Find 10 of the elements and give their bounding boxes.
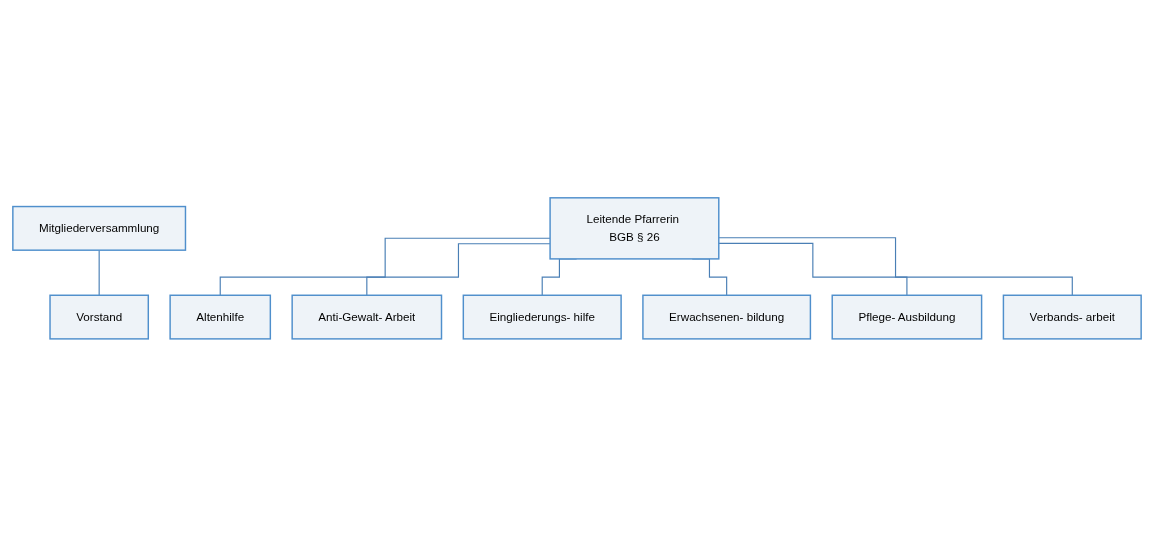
node-box: Verbands- arbeit	[1002, 294, 1142, 340]
node-box: Vorstand	[48, 294, 149, 340]
node-box: Leitende Pfarrerin BGB § 26	[548, 196, 719, 260]
node-box: Mitgliederversammlung	[11, 205, 186, 251]
node-box: Erwachsenen- bildung	[641, 294, 811, 340]
node-box: Pflege- Ausbildung	[831, 294, 982, 340]
connector	[98, 249, 100, 296]
node-box: Anti-Gewalt- Arbeit	[290, 294, 442, 340]
node-box: Eingliederungs- hilfe	[462, 294, 622, 340]
node-box: Altenhilfe	[168, 294, 271, 340]
